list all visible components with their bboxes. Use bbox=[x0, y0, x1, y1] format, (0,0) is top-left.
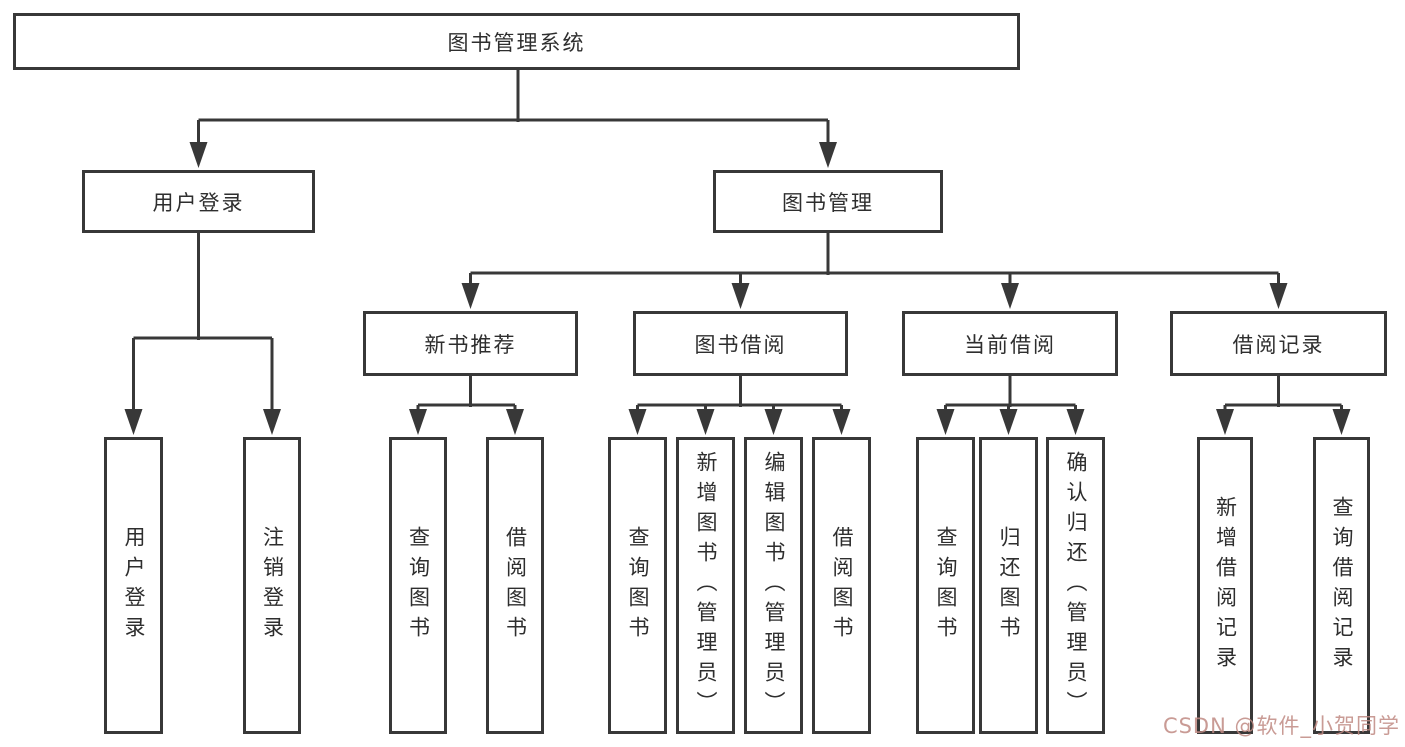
leaf-label: 借阅图书 bbox=[503, 525, 528, 646]
leaf-borrow-books: 借阅图书 bbox=[486, 437, 544, 734]
arrowhead bbox=[506, 409, 524, 435]
arrowhead bbox=[409, 409, 427, 435]
leaf-add-borrow-record: 新增借阅记录 bbox=[1197, 437, 1253, 734]
leaf-label: 编辑图书（管理员） bbox=[762, 450, 786, 721]
leaf-label: 查询借阅记录 bbox=[1330, 495, 1354, 676]
arrowhead bbox=[461, 283, 480, 309]
node-new-book-recommendation: 新书推荐 bbox=[363, 311, 578, 376]
node-label: 图书借阅 bbox=[694, 332, 787, 357]
leaf-label: 确认归还（管理员） bbox=[1064, 450, 1088, 721]
leaf-label: 归还图书 bbox=[997, 525, 1021, 646]
node-current-borrowing: 当前借阅 bbox=[902, 311, 1118, 376]
node-borrowing-records: 借阅记录 bbox=[1170, 311, 1387, 376]
leaf-borrow-books: 借阅图书 bbox=[812, 437, 871, 734]
arrowhead bbox=[832, 409, 851, 435]
arrowhead bbox=[1216, 409, 1234, 435]
leaf-logout: 注销登录 bbox=[243, 437, 301, 734]
leaf-search-books: 查询图书 bbox=[608, 437, 667, 734]
node-label: 图书管理 bbox=[782, 190, 874, 215]
node-label: 借阅记录 bbox=[1232, 332, 1325, 357]
arrowhead bbox=[124, 409, 143, 435]
node-book-management: 图书管理 bbox=[713, 170, 943, 233]
leaf-add-books-admin: 新增图书（管理员） bbox=[676, 437, 735, 734]
leaf-user-login: 用户登录 bbox=[104, 437, 163, 734]
node-label: 当前借阅 bbox=[964, 332, 1056, 357]
arrowhead bbox=[999, 409, 1018, 435]
node-book-borrowing: 图书借阅 bbox=[633, 311, 848, 376]
leaf-label: 用户登录 bbox=[122, 525, 146, 646]
arrowhead bbox=[764, 409, 783, 435]
node-user-login: 用户登录 bbox=[82, 170, 315, 233]
node-label: 用户登录 bbox=[152, 190, 245, 215]
arrowhead bbox=[1332, 409, 1351, 435]
leaf-confirm-return-admin: 确认归还（管理员） bbox=[1046, 437, 1105, 734]
leaf-search-borrow-record: 查询借阅记录 bbox=[1313, 437, 1370, 734]
arrowhead bbox=[189, 142, 208, 168]
leaf-label: 查询图书 bbox=[934, 525, 958, 646]
arrowhead bbox=[731, 283, 750, 309]
leaf-label: 新增借阅记录 bbox=[1213, 495, 1238, 676]
arrowhead bbox=[1269, 283, 1288, 309]
leaf-label: 借阅图书 bbox=[830, 525, 854, 646]
leaf-label: 注销登录 bbox=[260, 525, 285, 646]
arrowhead bbox=[628, 409, 647, 435]
arrowhead bbox=[819, 142, 837, 168]
leaf-return-books: 归还图书 bbox=[979, 437, 1038, 734]
arrowhead bbox=[263, 409, 281, 435]
leaf-search-books: 查询图书 bbox=[389, 437, 447, 734]
arrowheads bbox=[124, 142, 1351, 435]
node-label: 图书管理系统 bbox=[447, 30, 586, 55]
arrowhead bbox=[1066, 409, 1085, 435]
leaf-label: 查询图书 bbox=[626, 525, 650, 646]
arrowhead bbox=[936, 409, 955, 435]
arrowhead bbox=[1001, 283, 1019, 309]
leaf-search-books: 查询图书 bbox=[916, 437, 975, 734]
leaf-label: 查询图书 bbox=[406, 525, 431, 646]
csdn-watermark: CSDN @软件_小贺同学 bbox=[1162, 714, 1400, 738]
node-label: 新书推荐 bbox=[424, 332, 517, 357]
leaf-label: 新增图书（管理员） bbox=[694, 450, 718, 721]
leaf-edit-books-admin: 编辑图书（管理员） bbox=[744, 437, 803, 734]
arrowhead bbox=[696, 409, 715, 435]
node-library-management-system: 图书管理系统 bbox=[13, 13, 1020, 70]
